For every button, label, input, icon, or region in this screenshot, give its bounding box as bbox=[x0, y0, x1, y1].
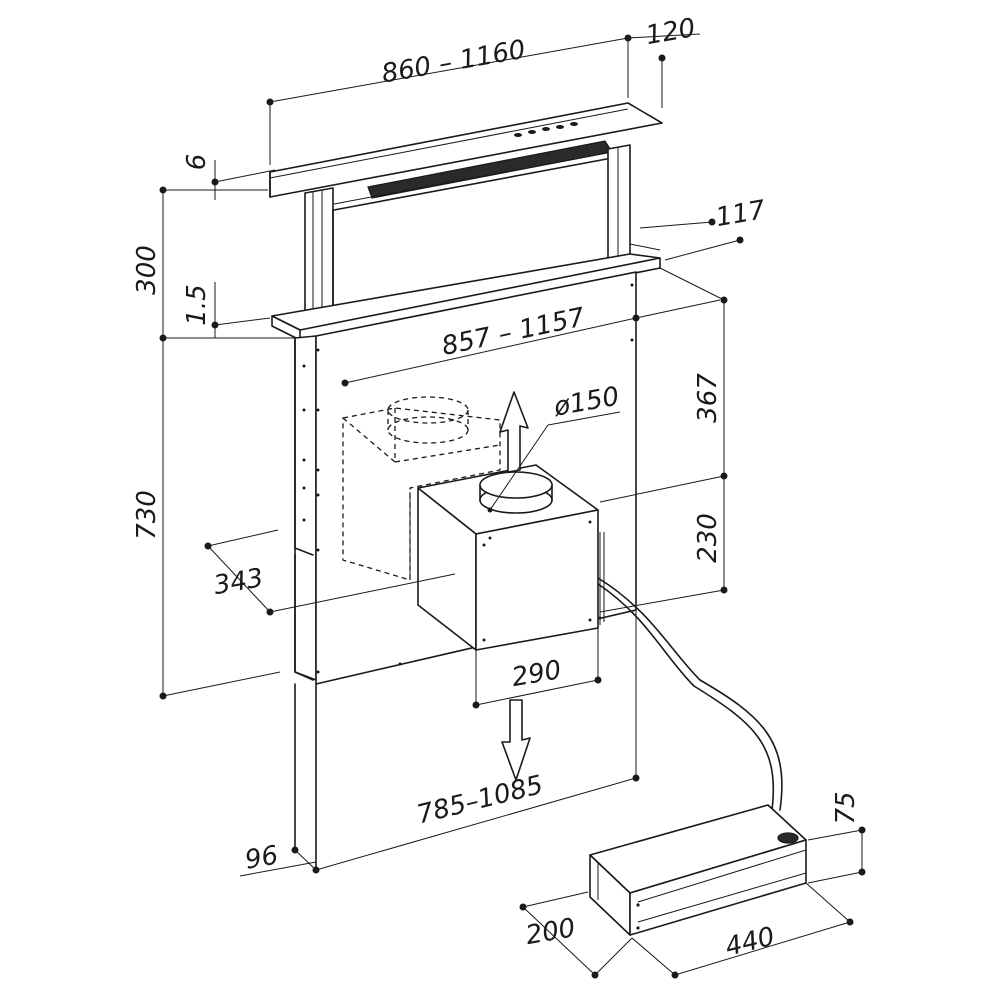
rising-column bbox=[304, 144, 631, 328]
dim-top-depth: 120 bbox=[644, 13, 698, 51]
dim-cutout-depth: 96 bbox=[243, 840, 281, 875]
dim-body-depth: 117 bbox=[714, 195, 769, 233]
dim-top-width: 860 – 1160 bbox=[379, 35, 527, 90]
airflow-down-arrow bbox=[501, 699, 531, 781]
dim-glass-thickness: 6 bbox=[182, 154, 212, 171]
dim-cutout-width: 785–1085 bbox=[414, 770, 546, 830]
control-buttons-icon bbox=[514, 122, 578, 137]
dim-box-offset: 343 bbox=[212, 563, 266, 601]
dimension-lines bbox=[159, 33, 866, 979]
dim-motor-height: 75 bbox=[831, 791, 861, 824]
motor-connector-icon bbox=[777, 832, 799, 844]
airflow-up-arrow bbox=[499, 391, 529, 473]
outlet-collar bbox=[479, 471, 553, 514]
remote-motor-unit bbox=[589, 804, 807, 936]
dim-flange-thickness: 1.5 bbox=[182, 284, 212, 325]
alternate-outlet-position bbox=[342, 396, 501, 581]
dim-box-height: 230 bbox=[693, 513, 723, 563]
rivets bbox=[302, 283, 634, 674]
connection-cable bbox=[597, 577, 783, 811]
top-panel bbox=[269, 102, 663, 211]
dim-box-width: 290 bbox=[510, 655, 564, 693]
dim-body-height: 730 bbox=[132, 490, 162, 540]
fan-box bbox=[409, 464, 605, 651]
dim-rise-height: 300 bbox=[132, 245, 162, 295]
dim-motor-length: 440 bbox=[722, 922, 777, 963]
dim-upper-height: 367 bbox=[693, 373, 723, 423]
connection-cable-inner bbox=[597, 583, 775, 811]
dim-motor-width: 200 bbox=[524, 913, 578, 951]
